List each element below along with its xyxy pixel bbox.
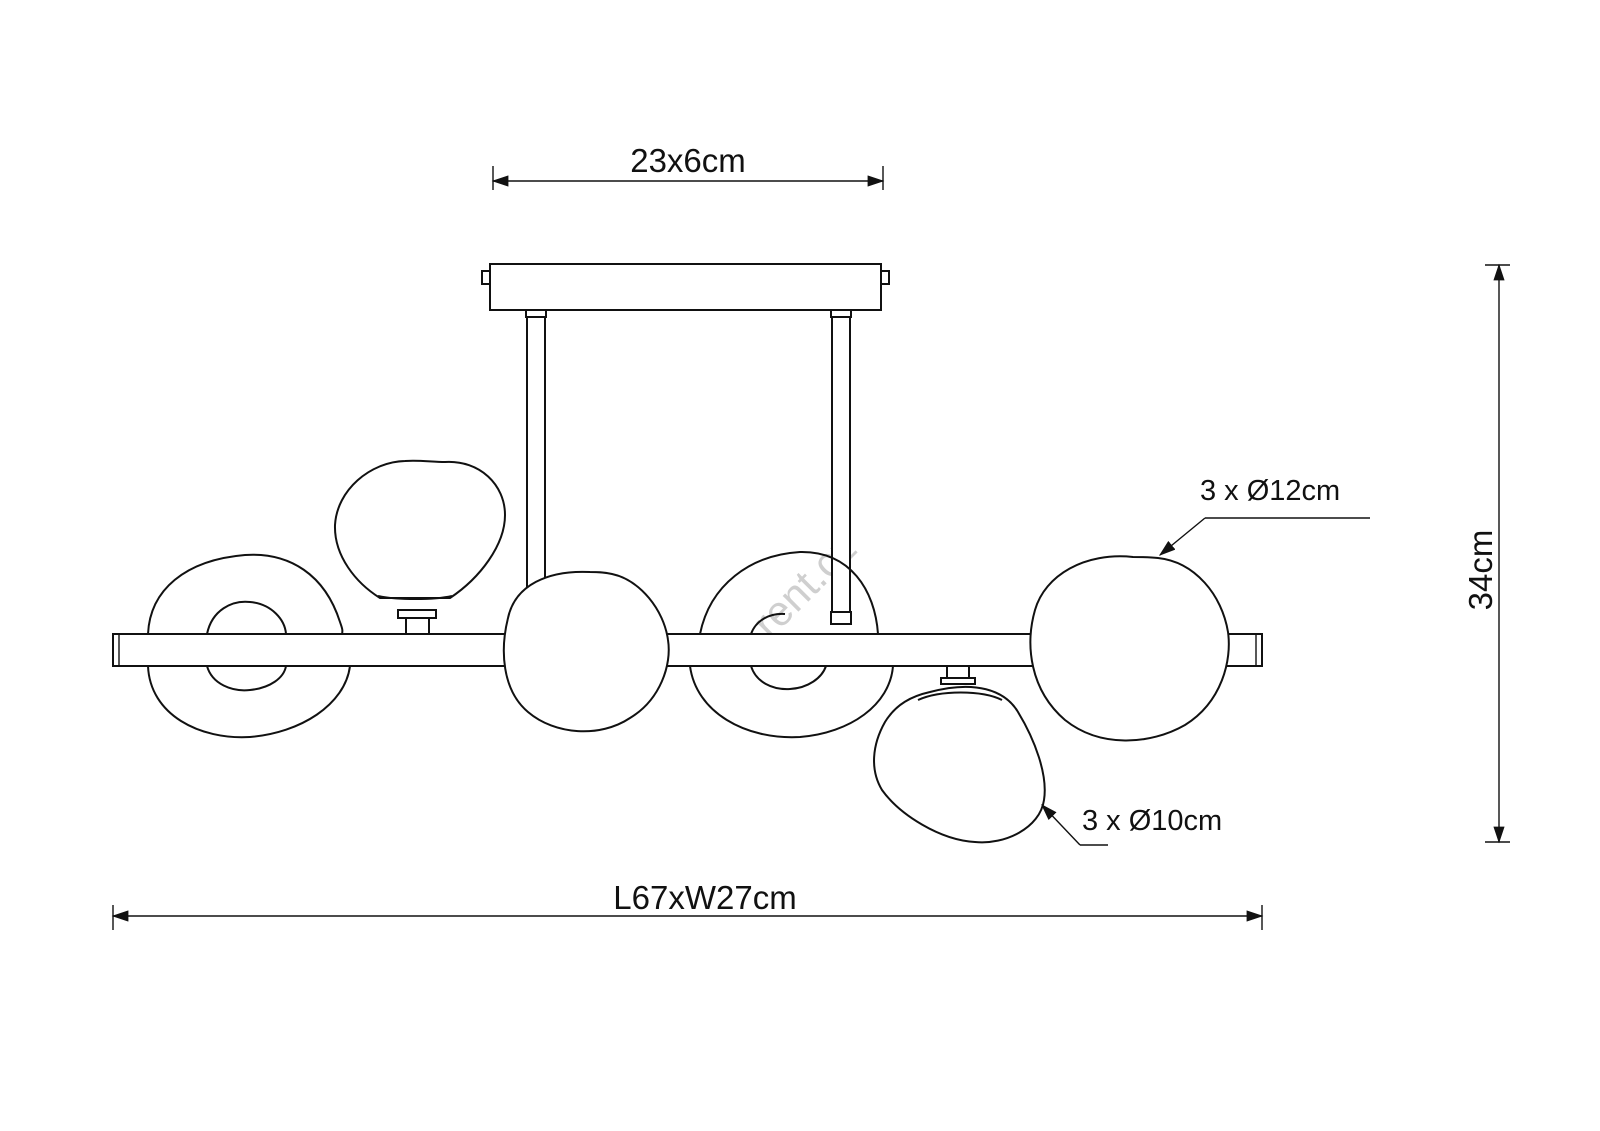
- front-shade-middle: [502, 570, 670, 733]
- height-dimension: 34cm: [1462, 263, 1510, 844]
- overall-dimension-label: L67xW27cm: [613, 879, 796, 916]
- height-dimension-label: 34cm: [1462, 530, 1499, 611]
- lower-shade-right: [873, 665, 1046, 844]
- large-shade-label: 3 x Ø12cm: [1200, 475, 1340, 507]
- canopy: [481, 263, 890, 318]
- front-shade-right: [1029, 555, 1230, 742]
- callout-large-shades: 3 x Ø12cm: [1158, 475, 1370, 556]
- overall-dimension: L67xW27cm: [111, 879, 1264, 930]
- callout-small-shades: 3 x Ø10cm: [1041, 803, 1222, 846]
- canopy-dimension: 23x6cm: [491, 142, 885, 190]
- suspension-rods: [526, 316, 852, 625]
- canopy-dimension-label: 23x6cm: [630, 142, 746, 179]
- rear-shade-left: [146, 553, 351, 739]
- rear-shade-middle: [689, 550, 894, 739]
- small-shade-label: 3 x Ø10cm: [1082, 805, 1222, 837]
- upper-shade-left: [333, 459, 507, 635]
